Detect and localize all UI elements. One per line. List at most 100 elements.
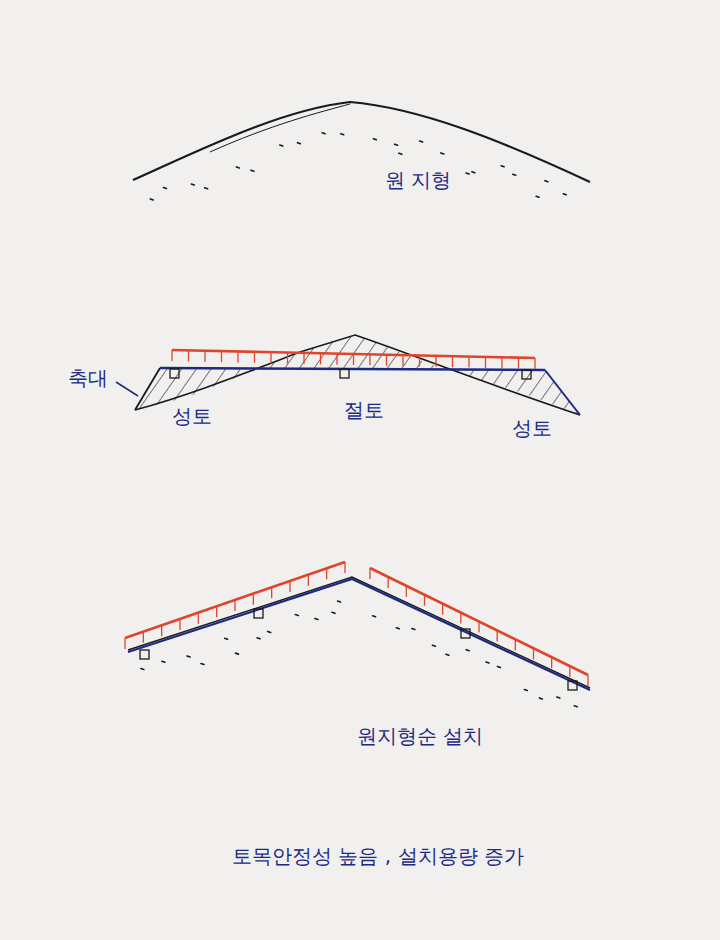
soil-dot [191,184,194,185]
panel-support [497,630,498,641]
panel-support [204,351,205,362]
solar-panel [370,568,588,675]
panel-support [515,639,516,650]
panel-supports [172,350,535,369]
panel-support [289,581,290,592]
panel-support [254,352,255,363]
soil-dot [280,145,283,146]
panel-support [460,613,461,624]
soil-dot [513,174,516,175]
soil-dot [251,170,254,171]
panel-support [326,568,327,579]
terrain-line [210,104,350,152]
soil-dot [341,134,344,135]
pier-footing [170,369,179,378]
soil-dot [557,697,560,698]
soil-dot [395,144,398,145]
soil-dot [466,173,469,174]
panel-support [237,351,238,362]
panel-support [442,604,443,615]
leader-line [116,382,138,396]
panel-support [501,357,502,368]
solar-panel [125,562,345,638]
panel-support [124,638,125,649]
retaining-wall [135,368,160,410]
part-label: 원지형순 설치 [354,723,486,749]
soil-dot [563,194,566,195]
panel-support [386,355,387,366]
panel-support [587,675,588,686]
soil-dot [295,614,298,615]
panel-support [271,587,272,598]
panel-support [534,358,535,369]
pier-footing [140,650,149,659]
soil-dot [236,167,239,168]
pier-footing [461,629,470,638]
soil-dot [373,139,376,140]
soil-dot [396,628,399,629]
soil-dot [201,664,204,665]
soil-dot [268,631,271,632]
panel-support [221,351,222,362]
panel-support [369,354,370,365]
soil-dot [539,698,542,699]
note-text: 토목안정성 높음 , 설치용량 증가 [229,843,527,869]
soil-dot [205,188,208,189]
panel-support [388,577,389,588]
soil-dot [322,133,325,134]
pier-footing [340,369,349,378]
panel-support [320,353,321,364]
soil-dot [574,706,577,707]
soil-dots [141,601,577,707]
panel-support [353,354,354,365]
soil-dot [141,669,144,670]
panel-support [402,355,403,366]
soil-dot [420,141,423,142]
part-label: 성토 [509,415,555,441]
panel-supports [125,562,588,686]
soil-dot [472,172,475,173]
panel-support [308,575,309,586]
soil-dot [399,153,402,154]
soil-dot [545,181,548,182]
soil-dot [524,689,527,690]
panel-support [478,622,479,633]
soil-dot [501,166,504,167]
panel-support [424,595,425,606]
panel-support [551,657,552,668]
panel-support [161,625,162,636]
panel-support [419,355,420,366]
panel-support [369,568,370,579]
part-label: 축대 [65,365,111,391]
panel-support [188,350,189,361]
pier-footing [522,370,531,379]
panel-support [216,606,217,617]
terrain-line [133,102,590,182]
soil-dot [187,656,190,657]
soil-dot [497,667,500,668]
soil-dot [225,638,228,639]
panel-support [143,632,144,643]
panel-support [406,586,407,597]
soil-dot [162,661,165,662]
soil-dot [412,628,415,629]
panel-support [533,648,534,659]
soil-dot [441,153,444,154]
soil-dot [373,616,376,617]
panel-support [179,619,180,630]
ground-line [128,579,590,690]
pier-footing [254,609,263,618]
panel-support [303,353,304,364]
panel-support [171,350,172,361]
soil-dot [163,188,166,189]
panel-support [518,358,519,369]
soil-dot [150,199,153,200]
panel-support [569,666,570,677]
part-label: 성토 [169,403,215,429]
soil-dot [332,612,335,613]
soil-dot [536,196,539,197]
part-label: 절토 [341,397,387,423]
terrain-line [128,577,590,688]
